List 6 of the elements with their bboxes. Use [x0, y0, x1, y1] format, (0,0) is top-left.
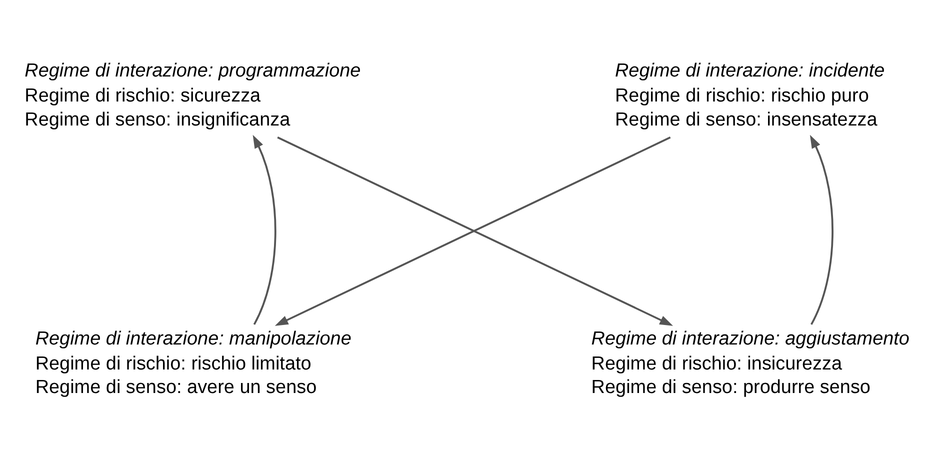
arrow: [809, 134, 833, 324]
node-text: Regime di interazione: programmazione Regime di rischio: sicurezza Regime di senso: insignificanza: [24, 60, 360, 130]
arrow: [252, 134, 276, 324]
node-text: Regime di interazione: incidente Regime di rischio: rischio puro Regime di senso: insensatezza: [614, 60, 884, 130]
node-text: Regime di interazione: aggiustamento Regime di rischio: insicurezza Regime di senso: produrre senso: [590, 328, 909, 398]
node-text: Regime di interazione: manipolazione Regime di rischio: rischio limitato Regime di senso: avere un senso: [34, 328, 351, 398]
